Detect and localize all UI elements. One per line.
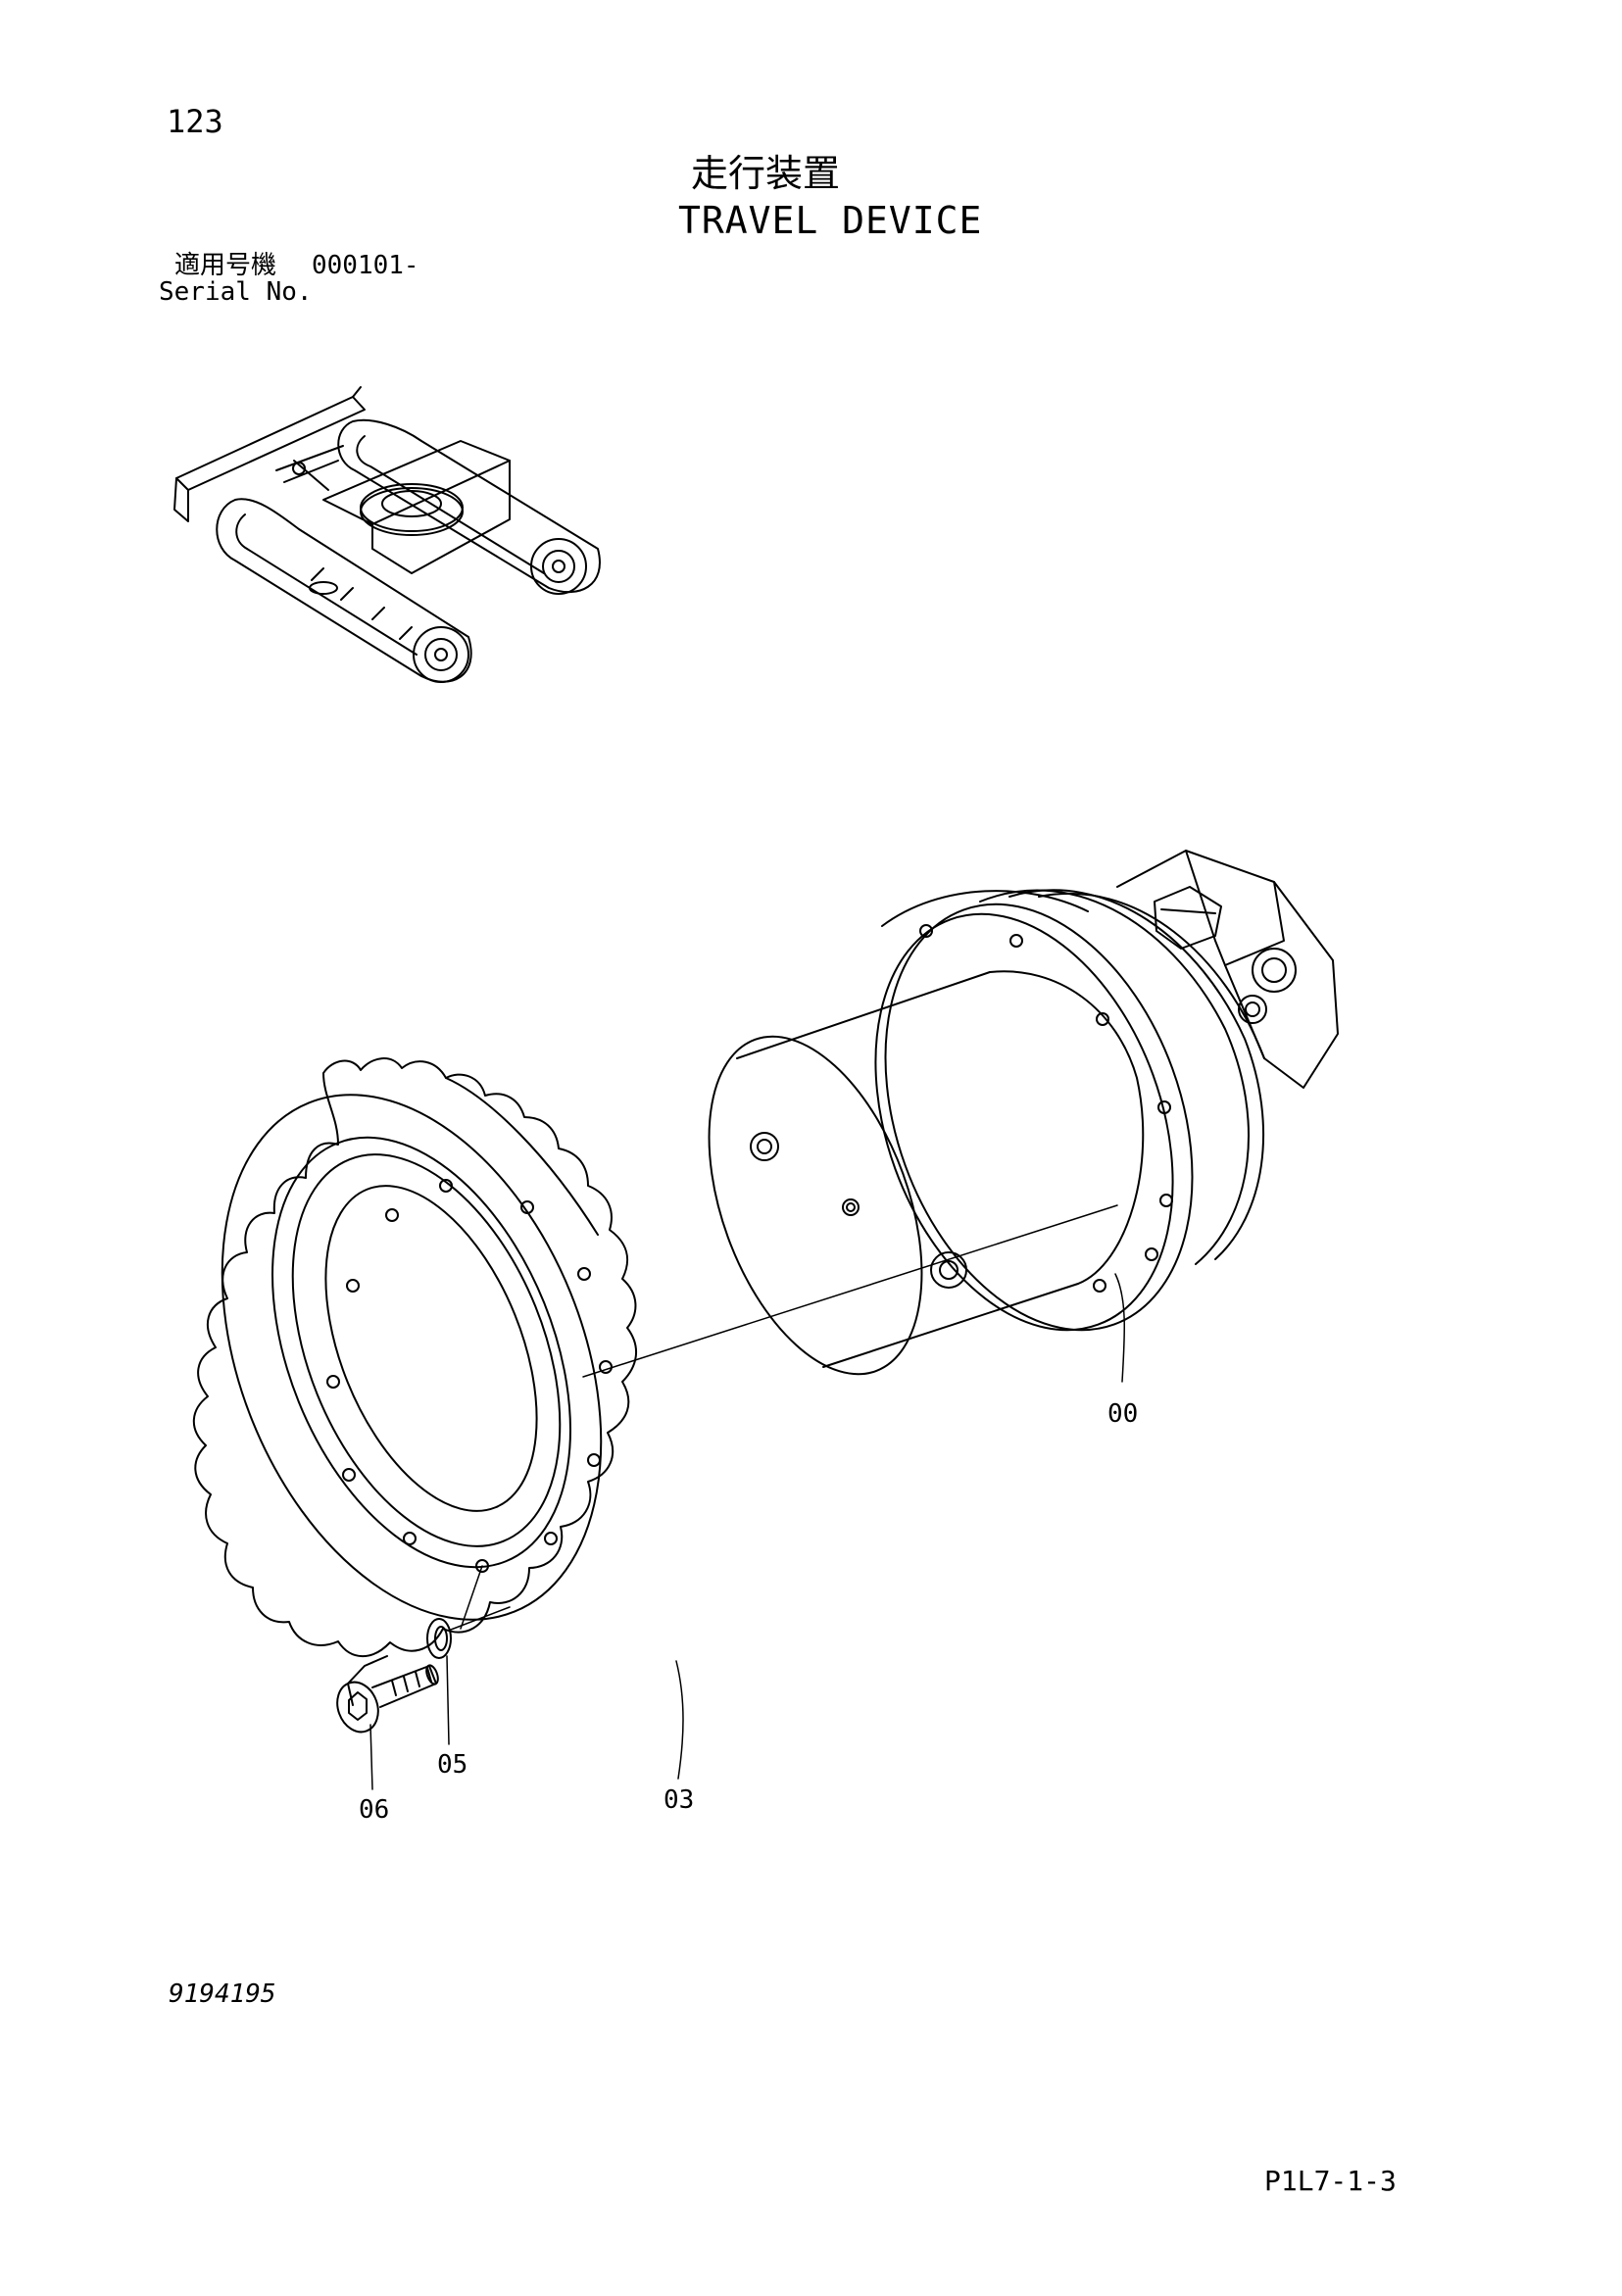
callout-03-sprocket: 03 [664, 1785, 695, 1815]
title-japanese: 走行装置 [691, 152, 841, 195]
serial-label-japanese: 適用号機 [174, 251, 277, 280]
callout-05-washer: 05 [437, 1750, 468, 1780]
callout-06-bolt: 06 [359, 1795, 390, 1825]
title-english: TRAVEL DEVICE [678, 199, 983, 242]
washer [427, 1619, 451, 1658]
sprocket [150, 1039, 673, 1676]
serial-number-range: 000101- [312, 251, 419, 280]
callout-00-travel-motor: 00 [1107, 1399, 1139, 1429]
page-number: 123 [167, 103, 223, 140]
travel-motor-assembly [667, 851, 1338, 1403]
serial-label-english: Serial No. [159, 277, 313, 307]
figure-code: P1L7-1-3 [1264, 2165, 1397, 2197]
document-number: 9194195 [169, 1979, 276, 2009]
undercarriage-overview-illustration [174, 387, 600, 682]
socket-head-bolt [330, 1656, 440, 1737]
leader-lines [370, 1205, 1124, 1789]
